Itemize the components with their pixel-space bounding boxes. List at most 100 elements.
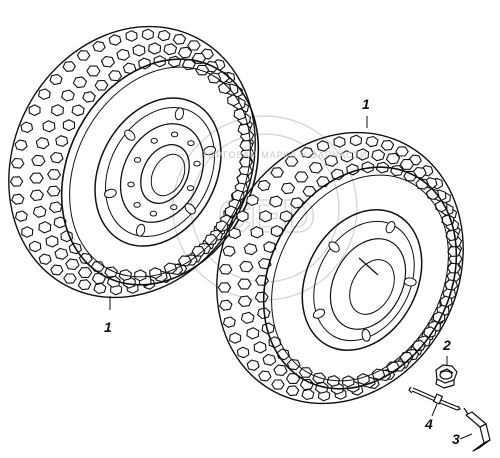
tread-block bbox=[284, 156, 299, 167]
wheel-disc-left bbox=[119, 123, 205, 223]
tread-block bbox=[49, 201, 63, 214]
tread-block bbox=[361, 161, 374, 174]
tread-block bbox=[316, 140, 330, 152]
rim-outer-right bbox=[301, 208, 423, 352]
tread-block bbox=[141, 28, 155, 41]
tread-block bbox=[187, 40, 201, 51]
vent-holes-left bbox=[104, 107, 216, 237]
tread-block bbox=[269, 195, 283, 208]
tread-block bbox=[340, 150, 354, 163]
tread-block bbox=[167, 55, 182, 68]
tread-block bbox=[385, 361, 400, 373]
tread-block bbox=[371, 149, 386, 162]
stud-hole bbox=[133, 202, 141, 208]
tread-block bbox=[222, 316, 236, 328]
tread-block bbox=[62, 61, 76, 72]
rim-outer-left bbox=[94, 97, 222, 247]
tread-block bbox=[65, 258, 80, 271]
stud-hole bbox=[150, 137, 158, 144]
rim-inner-left bbox=[105, 107, 215, 237]
tread-block bbox=[271, 379, 285, 390]
tread-block bbox=[14, 139, 28, 151]
vent-hole bbox=[312, 308, 326, 319]
stud-hole bbox=[149, 210, 158, 217]
vent-hole bbox=[385, 221, 396, 234]
tread-block bbox=[149, 267, 162, 280]
tread-block bbox=[38, 221, 52, 234]
stud-hole bbox=[193, 160, 201, 167]
tread-block bbox=[108, 70, 123, 82]
tread-block bbox=[163, 43, 178, 56]
tread-block bbox=[250, 226, 264, 239]
stud-hole bbox=[170, 204, 178, 211]
vent-hole bbox=[403, 277, 417, 287]
tread-block bbox=[357, 373, 370, 386]
tread-block bbox=[35, 137, 50, 150]
tread-block bbox=[399, 159, 415, 170]
tread-block bbox=[54, 247, 69, 260]
bracket-clip bbox=[463, 407, 491, 452]
tread-block bbox=[246, 327, 260, 340]
tread-block bbox=[29, 189, 44, 202]
tire-bead-right bbox=[271, 174, 449, 382]
tread-block bbox=[195, 64, 210, 76]
tread-block bbox=[280, 182, 296, 195]
tread-block bbox=[61, 89, 75, 102]
tread-block bbox=[342, 375, 355, 388]
tread-block bbox=[104, 266, 118, 278]
tread-block bbox=[261, 322, 275, 335]
tread-block bbox=[300, 147, 314, 159]
tread-block bbox=[45, 235, 59, 248]
tread-block bbox=[71, 104, 85, 117]
tread-block bbox=[20, 121, 34, 134]
tread-block bbox=[270, 225, 284, 238]
tread-block bbox=[316, 176, 331, 188]
tread-block bbox=[134, 269, 147, 282]
tread-block bbox=[38, 88, 51, 100]
tread-block bbox=[94, 79, 109, 91]
tread-block bbox=[9, 176, 24, 187]
tread-block bbox=[14, 210, 28, 222]
vent-hole bbox=[124, 129, 136, 141]
stud-hole bbox=[133, 157, 142, 163]
tread-block bbox=[301, 388, 315, 401]
tread-block bbox=[32, 205, 47, 218]
tread-block bbox=[308, 161, 323, 174]
tread-block bbox=[240, 311, 255, 324]
callout-wheel-left: 1 bbox=[104, 319, 112, 335]
tread-block bbox=[349, 134, 363, 147]
rim-well-right bbox=[329, 238, 407, 330]
tread-block bbox=[132, 44, 146, 57]
tread-block bbox=[60, 230, 73, 243]
tread-block bbox=[246, 359, 260, 371]
tread-block bbox=[177, 46, 193, 59]
tread-block bbox=[92, 41, 106, 53]
callout-stud: 4 bbox=[425, 416, 433, 432]
tread-block bbox=[172, 33, 187, 45]
tread-block bbox=[273, 364, 288, 377]
tread-block bbox=[218, 263, 233, 275]
tread-block bbox=[29, 172, 44, 184]
vent-hole bbox=[184, 203, 196, 215]
vent-hole bbox=[203, 145, 216, 156]
tread-block bbox=[63, 273, 77, 284]
tire-bead-left bbox=[69, 66, 251, 278]
tread-block bbox=[93, 282, 107, 295]
tread-block bbox=[116, 48, 131, 61]
leader-bracket bbox=[459, 433, 473, 440]
tread-block bbox=[50, 264, 64, 276]
tread-block bbox=[324, 154, 339, 167]
tread-block bbox=[51, 104, 64, 117]
tread-block bbox=[380, 139, 395, 151]
vent-hole bbox=[174, 107, 185, 121]
tread-block bbox=[38, 253, 52, 265]
tread-block bbox=[447, 245, 462, 257]
wheel-stud bbox=[408, 386, 461, 411]
tread-block bbox=[395, 146, 409, 157]
tread-block bbox=[270, 167, 284, 178]
stud-hole bbox=[186, 185, 195, 192]
vent-hole bbox=[328, 241, 340, 253]
vent-holes-right bbox=[312, 221, 417, 342]
small-parts bbox=[408, 364, 491, 452]
